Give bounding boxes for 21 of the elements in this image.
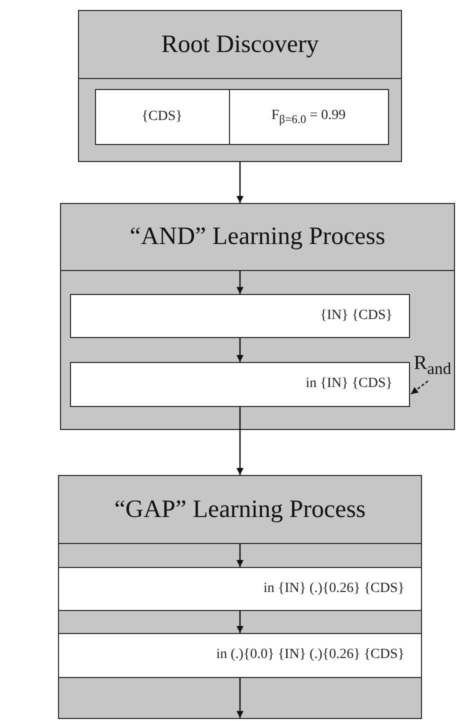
- arrow: [236, 407, 244, 475]
- process-panel: [58, 475, 422, 719]
- panel-heading: “GAP” Learning Process: [59, 476, 421, 544]
- pattern-box: in {IN} (.){0.26} {CDS}: [58, 566, 422, 610]
- process-panel: [78, 10, 402, 162]
- panel-heading: “AND” Learning Process: [61, 204, 454, 271]
- pattern-box: {IN} {CDS}: [70, 294, 410, 338]
- arrow: [236, 543, 244, 567]
- pattern-box: {CDS}: [94, 88, 230, 144]
- arrow: [236, 678, 244, 718]
- arrow: [236, 611, 244, 633]
- process-panel: [60, 203, 455, 430]
- arrow: [236, 338, 244, 362]
- pattern-box: F$_{β=6.0}$ = 0.99: [228, 88, 388, 144]
- rule-label: R$_{and}$: [412, 352, 454, 380]
- arrow: [236, 270, 244, 294]
- panel-heading: Root Discovery: [79, 11, 401, 79]
- pattern-box: in (.){0.0} {IN} (.){0.26} {CDS}: [58, 632, 422, 678]
- pattern-box: in {IN} {CDS}: [70, 362, 410, 406]
- leader-arrow: [410, 380, 428, 395]
- arrow: [236, 162, 244, 203]
